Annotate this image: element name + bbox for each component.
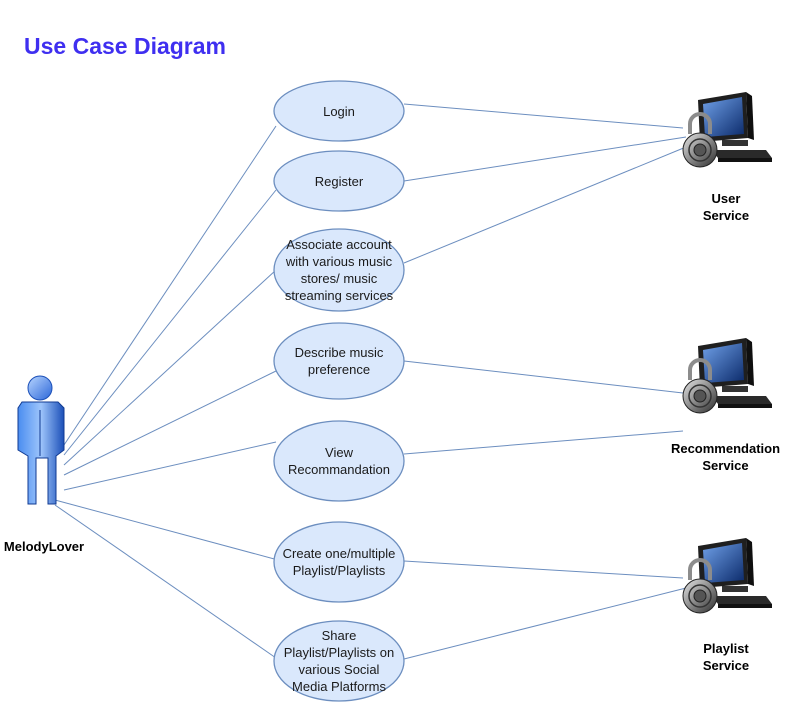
- use-case-ellipses: [273, 80, 405, 702]
- use-case-login[interactable]: [273, 80, 405, 142]
- playlist-service-label: Playlist Service: [702, 641, 750, 673]
- use-case-describe-preference[interactable]: [273, 322, 405, 400]
- user-service-label: User Service: [702, 191, 750, 223]
- use-case-share-playlist[interactable]: [273, 620, 405, 702]
- playlist-service-computer-icon[interactable]: [681, 536, 774, 615]
- diagram-title: Use Case Diagram: [24, 33, 226, 59]
- use-case-view-recommendation[interactable]: [273, 420, 405, 502]
- actor-label: MelodyLover: [3, 539, 85, 554]
- user-service-computer-icon[interactable]: [681, 90, 774, 169]
- recommendation-service-label: Recommendation Service: [670, 441, 781, 473]
- service-connector-lines: [403, 103, 687, 660]
- recommendation-service-computer-icon[interactable]: [681, 336, 774, 415]
- actor-person-icon[interactable]: [17, 375, 65, 505]
- actor-connector-lines: [54, 125, 279, 659]
- use-case-associate-account[interactable]: [273, 228, 405, 312]
- use-case-register[interactable]: [273, 150, 405, 212]
- use-case-create-playlist[interactable]: [273, 521, 405, 603]
